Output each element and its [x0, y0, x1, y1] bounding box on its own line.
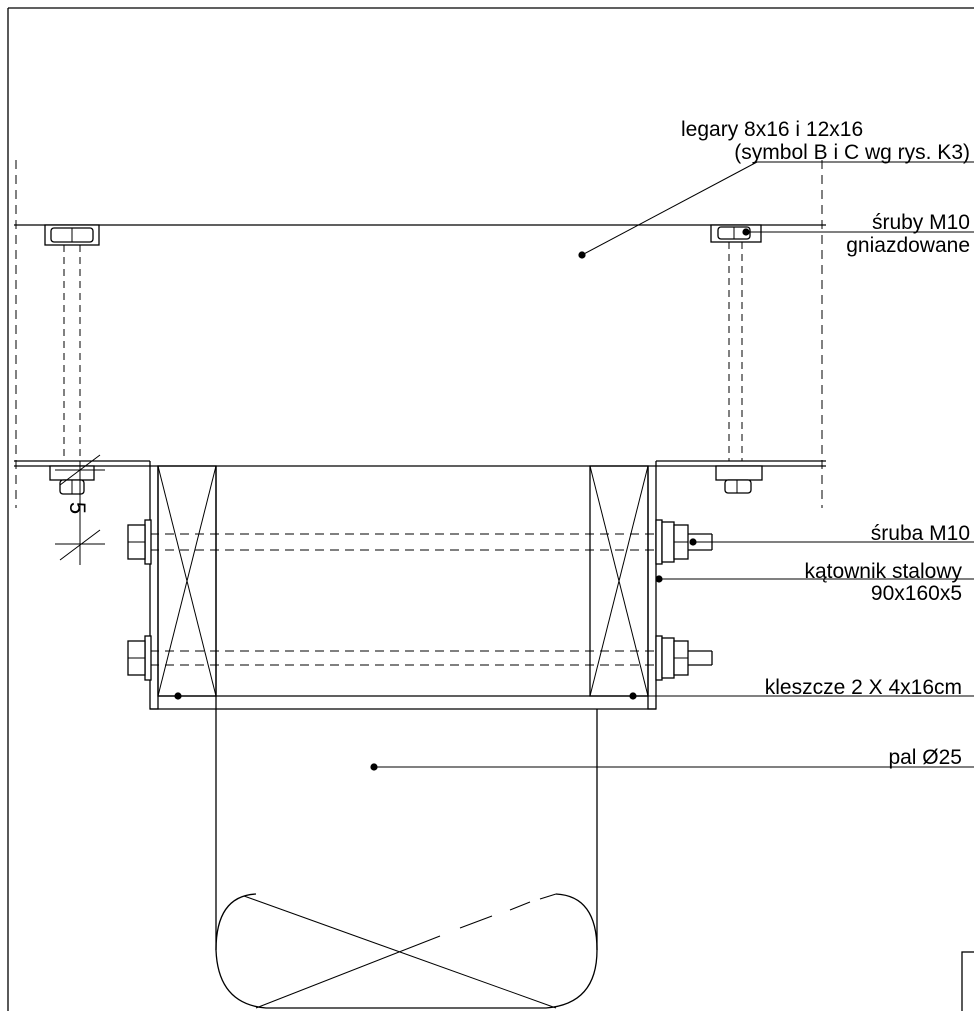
- label-sruby-line1: śruby M10: [872, 211, 970, 234]
- legary-leader-dot: [578, 251, 586, 259]
- sruby-leader-dot: [742, 228, 750, 236]
- drawing-frame: [7, 7, 974, 1011]
- label-pal: pal Ø25: [888, 746, 962, 769]
- beam-legary: [14, 224, 826, 467]
- through-bolts: [127, 519, 713, 681]
- dimension-value: 5: [65, 502, 90, 514]
- dimension-5: 5: [55, 454, 105, 565]
- label-kleszcze: kleszcze 2 X 4x16cm: [765, 676, 962, 699]
- label-katownik-line2: 90x160x5: [871, 582, 962, 605]
- leader-lines: [174, 161, 974, 771]
- right-nested-bolt: [710, 224, 763, 494]
- label-sruby-line2: gniazdowane: [846, 234, 970, 257]
- label-katownik-line1: kątownik stalowy: [804, 560, 962, 583]
- clamp-kleszcze: [157, 465, 649, 697]
- katownik-leader-dot: [655, 575, 663, 583]
- hidden-edge-lines: [15, 160, 823, 508]
- label-legary-line2: (symbol B i C wg rys. K3): [734, 141, 970, 164]
- steel-angles: [149, 461, 657, 710]
- label-legary-line1: legary 8x16 i 12x16: [681, 118, 863, 141]
- kleszcze-leader-dot-right: [629, 692, 637, 700]
- labels: legary 8x16 i 12x16 (symbol B i C wg rys…: [681, 118, 970, 769]
- left-nested-bolt: [44, 224, 100, 495]
- pal-leader-dot: [370, 763, 378, 771]
- pile-pal: [215, 466, 598, 1009]
- label-sruba: śruba M10: [871, 522, 970, 545]
- kleszcze-leader-dot-left: [174, 692, 182, 700]
- sruba-leader-dot: [689, 538, 697, 546]
